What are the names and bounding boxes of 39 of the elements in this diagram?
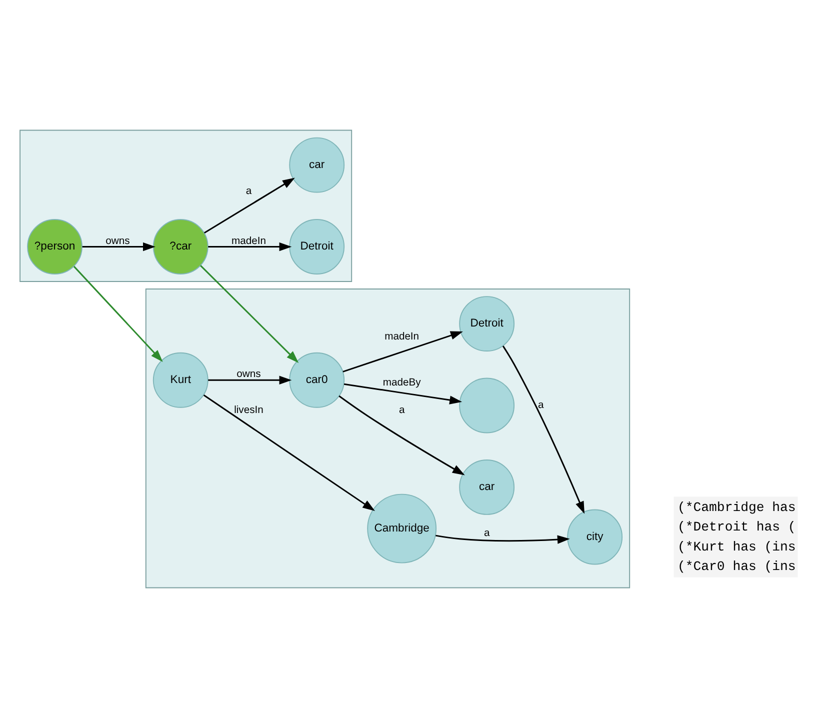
node-circle: ?person	[27, 218, 82, 274]
edge-label: owns	[106, 235, 130, 246]
node-circle: city	[567, 508, 623, 564]
node-circle: ?car	[152, 218, 208, 274]
edge-label: madeBy	[382, 377, 421, 388]
edge-label: owns	[236, 368, 261, 380]
arrow	[82, 242, 156, 251]
node-circle: car0	[289, 352, 345, 408]
node-circle: Detroit	[459, 296, 515, 351]
cluster	[20, 129, 352, 282]
arrow	[200, 264, 299, 363]
label: (*Car0 has (ins	[678, 558, 796, 574]
label: (*Detroit has (	[678, 519, 796, 534]
edge-label: madeIn	[232, 235, 266, 246]
edge-label: livesIn	[234, 404, 264, 416]
arrow	[73, 265, 163, 362]
edge-label: a	[398, 404, 405, 416]
cluster	[145, 288, 630, 588]
node-circle: car	[289, 136, 345, 192]
arrow	[208, 242, 292, 251]
arrow	[338, 394, 465, 475]
arrow	[342, 330, 463, 372]
node-circle: Cambridge	[367, 493, 437, 563]
edge-label: a	[246, 185, 252, 196]
label: (*Cambridge has	[678, 499, 796, 514]
arrow	[204, 177, 295, 234]
node-circle: car	[459, 459, 515, 514]
arrow	[208, 375, 292, 384]
arrow	[344, 382, 462, 404]
arrow	[203, 394, 376, 511]
edge-label: a	[484, 527, 490, 538]
edge-label: madeIn	[384, 331, 420, 342]
edge-label: a	[538, 400, 544, 411]
arrow	[502, 345, 585, 514]
node-circle	[459, 377, 515, 433]
label: (*Kurt has (ins	[678, 538, 796, 554]
node-circle: Detroit	[289, 218, 345, 274]
node-circle: Kurt	[152, 352, 208, 408]
arrow	[436, 534, 570, 544]
